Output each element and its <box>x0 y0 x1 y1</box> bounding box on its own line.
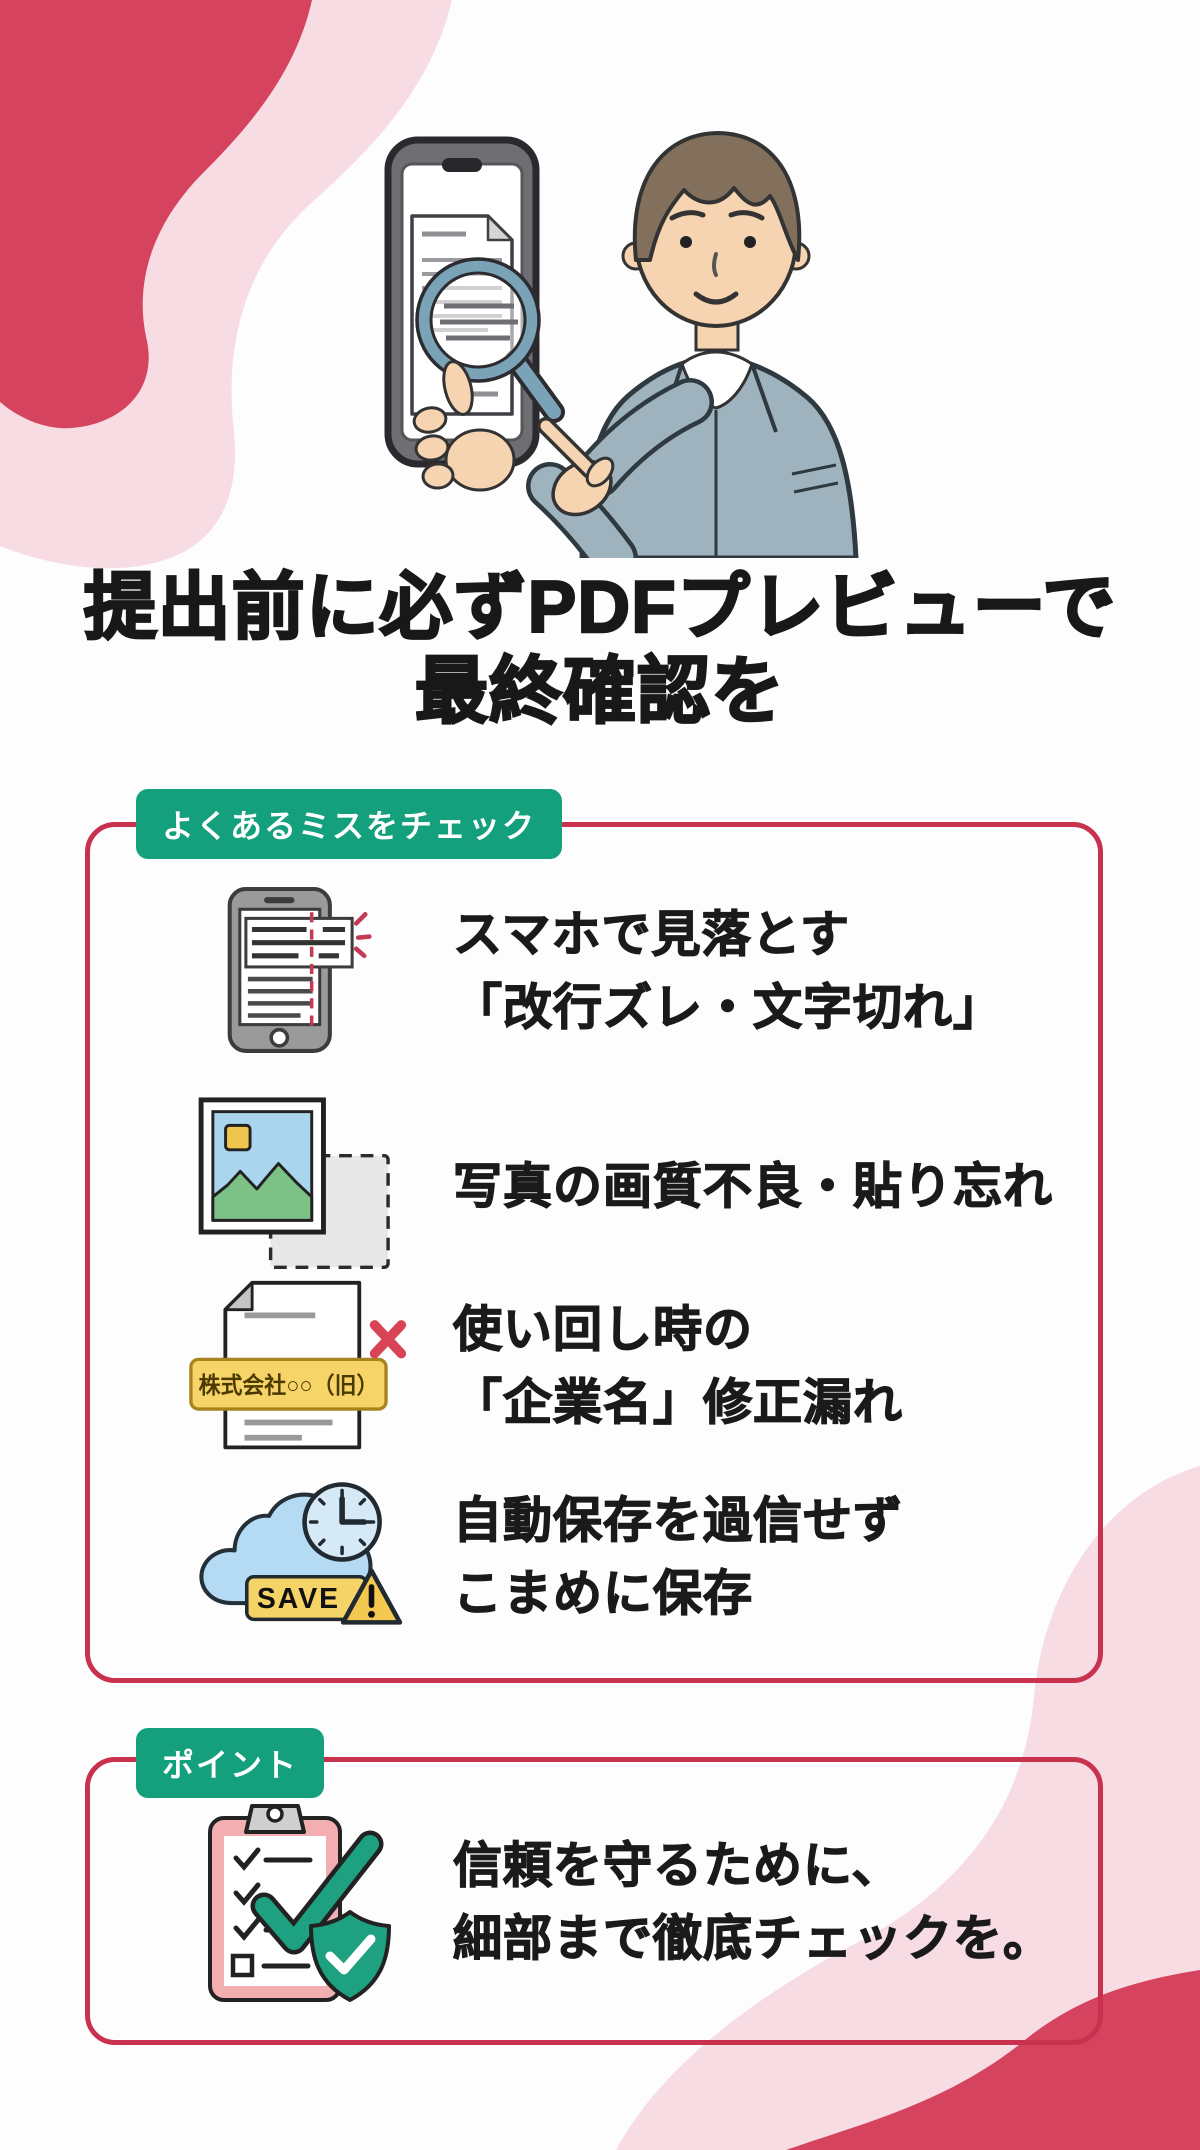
save-label: SAVE <box>257 1583 340 1615</box>
pointing-hand-icon <box>537 378 714 517</box>
item-text-line: こまめに保存 <box>452 1566 754 1621</box>
point-item: 信頼を守るために、 細部まで徹底チェックを。 <box>85 1793 1103 2013</box>
top-left-red-blob <box>0 0 312 429</box>
item-text-line: 自動保存を過信せず <box>452 1493 904 1548</box>
holding-hand <box>412 360 516 492</box>
document-old-company-name-icon: 株式会社○○（旧） <box>189 1280 407 1449</box>
item-text-line: 「改行ズレ・文字切れ」 <box>452 980 1004 1035</box>
point-text: 信頼を守るために、 細部まで徹底チェックを。 <box>452 1830 1054 1976</box>
list-item-text: 自動保存を過信せず こまめに保存 <box>452 1485 904 1631</box>
page-title-line1: 提出前に必ずPDFプレビューで <box>82 566 1117 649</box>
common-mistakes-box: よくあるミスをチェック <box>85 789 1103 1683</box>
list-item-save: SAVE 自動保存を過信せず こまめに保存 <box>85 1468 1103 1648</box>
smartphone-illustration <box>384 136 565 492</box>
alert-dashes <box>353 912 372 959</box>
item-text-line: 「企業名」修正漏れ <box>452 1375 904 1430</box>
cloud-clock-save-warning-icon: SAVE <box>199 1482 403 1625</box>
item-text-line: スマホで見落とす <box>452 907 851 962</box>
list-item-text: 写真の画質不良・貼り忘れ <box>452 1151 1054 1224</box>
item-text-line: 写真の画質不良・貼り忘れ <box>452 1159 1054 1214</box>
list-item-line-break: スマホで見落とす 「改行ズレ・文字切れ」 <box>85 872 1103 1072</box>
checklist-clipboard-shield-icon <box>207 1803 391 2002</box>
smartphone-text-overflow-icon <box>227 887 372 1053</box>
green-check-icon <box>250 1830 383 1954</box>
sun-glyph <box>224 1123 252 1151</box>
photo-quality-placeholder-icon <box>198 1096 390 1269</box>
mountains-glyph <box>211 1161 314 1222</box>
list-item-text: 使い回し時の 「企業名」修正漏れ <box>452 1294 904 1440</box>
page-title: 提出前に必ずPDFプレビューで 最終確認を <box>0 566 1200 734</box>
hero-illustration <box>384 131 859 558</box>
point-box: ポイント <box>85 1728 1103 2045</box>
warning-icon <box>340 1568 403 1625</box>
point-badge: ポイント <box>136 1728 325 1798</box>
point-text-line: 細部まで徹底チェックを。 <box>452 1911 1054 1966</box>
list-item-photo: 写真の画質不良・貼り忘れ <box>85 1090 1103 1285</box>
page-title-line2: 最終確認を <box>414 650 785 733</box>
common-mistakes-badge: よくあるミスをチェック <box>136 789 563 859</box>
hair <box>632 131 802 262</box>
list-item-company-name: 株式会社○○（旧） 使い回し時の 「企業名」修正漏れ <box>85 1272 1103 1462</box>
old-company-label: 株式会社○○（旧） <box>199 1371 379 1397</box>
list-item-text: スマホで見落とす 「改行ズレ・文字切れ」 <box>452 899 1004 1045</box>
magnifier-icon <box>415 257 565 423</box>
shield-check-icon <box>308 1909 391 2002</box>
point-text-line: 信頼を守るために、 <box>452 1838 902 1893</box>
red-x-icon <box>369 1319 407 1358</box>
item-text-line: 使い回し時の <box>452 1302 754 1357</box>
clock-icon <box>302 1482 382 1562</box>
